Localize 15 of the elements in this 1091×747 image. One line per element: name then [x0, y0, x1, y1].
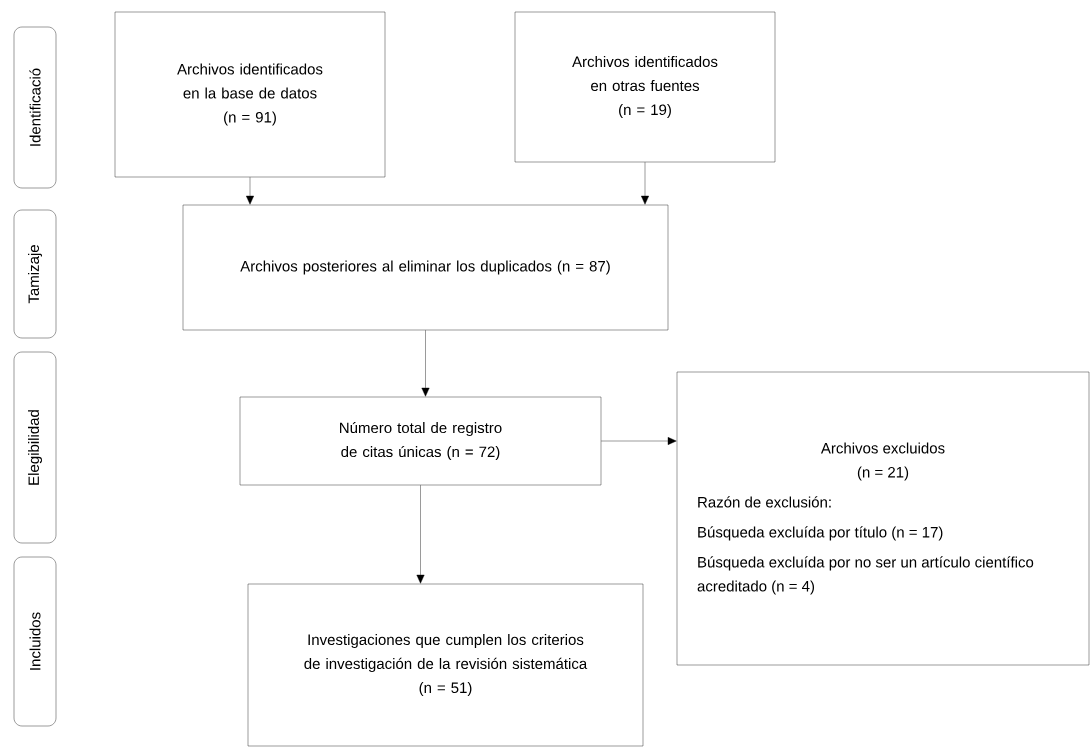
arrow [416, 485, 425, 584]
arrow [601, 437, 677, 445]
process-box: Investigaciones que cumplen los criterios de investigación de la revisión sistemática (n = 51) [247, 583, 644, 747]
arrow [246, 177, 254, 205]
arrow [421, 330, 430, 397]
exclusion-box: Archivos excluidos (n = 21) Razón de exclusión: Búsqueda excluída por título (n = 17) Búsqueda excluída por no ser un artículo científico acreditado (n = 4) [676, 371, 1090, 666]
stage-label: Elegibilidad [13, 351, 57, 544]
process-box: Archivos identificados en otras fuentes (n = 19) [514, 11, 776, 163]
stage-label: Identificació [13, 26, 57, 189]
stage-label: Tamizaje [13, 209, 57, 339]
process-box: Archivos identificados en la base de datos (n = 91) [114, 11, 386, 178]
arrow [641, 162, 649, 205]
process-box: Número total de registro de citas únicas (n = 72) [239, 396, 602, 486]
stage-label: Incluidos [13, 556, 57, 727]
process-box: Archivos posteriores al eliminar los duplicados (n = 87) [182, 204, 669, 331]
